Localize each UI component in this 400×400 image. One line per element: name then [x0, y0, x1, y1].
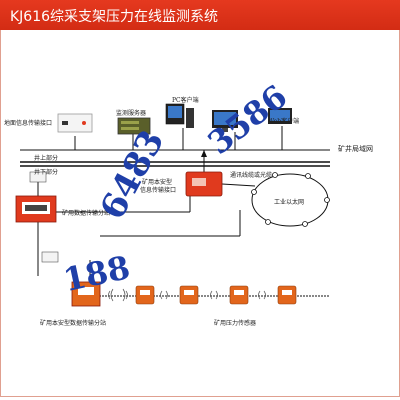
ring-nodes	[251, 172, 330, 227]
page-title: KJ616综采支架压力在线监测系统	[10, 9, 219, 25]
surface-port-device	[57, 113, 93, 133]
label-mine-lan: 矿井局域网	[338, 145, 373, 153]
pc-client-icon	[165, 103, 194, 128]
web-client-icon	[268, 108, 292, 124]
wireless-wave-icons	[108, 288, 266, 302]
intrinsic-safe-port-device	[185, 171, 223, 197]
data-substation-device	[15, 195, 57, 223]
label-intrinsic-port-line2: 信息传输接口	[140, 187, 177, 194]
title-bar: KJ616综采支架压力在线监测系统	[0, 0, 400, 30]
label-below-ground: 井下部分	[34, 169, 59, 176]
label-comm-cable: 通讯线缆或光缆	[230, 172, 273, 179]
pressure-sensor-group	[135, 285, 297, 305]
uplink-arrow	[201, 150, 207, 157]
server-icon	[117, 117, 151, 135]
label-pc-client: PC客户端	[172, 97, 199, 104]
intrinsic-data-substation-device	[71, 281, 101, 307]
monitor-icon	[212, 110, 238, 132]
label-pressure-sensors: 矿用压力传感器	[214, 320, 257, 327]
label-intrinsic-port-line1: 矿用本安型	[142, 179, 173, 186]
label-surface-port: 地面信息传输接口	[4, 120, 53, 127]
label-intrinsic-data-substation: 矿用本安型数据传输分站	[40, 320, 107, 327]
label-above-ground: 井上部分	[34, 155, 59, 162]
label-data-substation: 矿用数据传输分站	[62, 210, 111, 217]
label-web-client: Web客户端	[268, 118, 300, 125]
label-monitor-server: 监测服务器	[116, 110, 147, 117]
label-industrial-ethernet: 工业以太网	[274, 199, 305, 206]
junction-boxes	[29, 171, 59, 263]
